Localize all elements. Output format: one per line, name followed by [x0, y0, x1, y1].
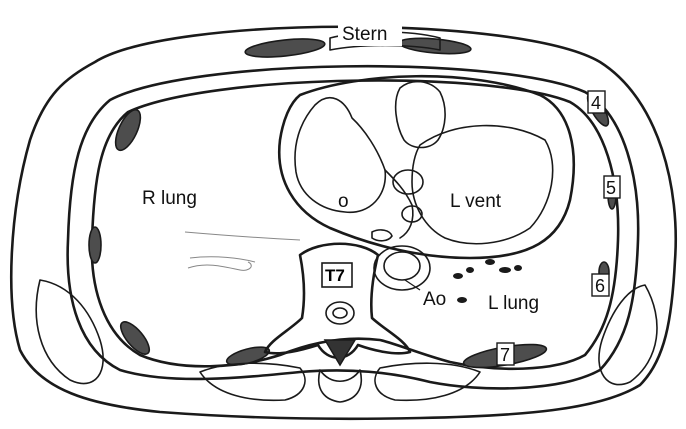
rib-left-mid — [89, 227, 101, 263]
esophagus — [372, 230, 392, 241]
spinal-cord — [333, 308, 347, 318]
left-lateral-muscle — [36, 280, 103, 384]
origin-marker-label: o — [338, 191, 349, 212]
rib-7-label: 7 — [500, 345, 510, 365]
rib-left-upper — [111, 106, 146, 153]
rib-6-label: 6 — [595, 276, 605, 296]
aortic-root — [396, 82, 445, 148]
spinal-canal — [326, 302, 354, 324]
left-ventricle-label: L vent — [450, 191, 502, 212]
right-lateral-muscle — [599, 285, 657, 385]
sternum-label: Stern — [342, 24, 387, 45]
right-lung-label: R lung — [142, 188, 197, 209]
heart-outline — [279, 76, 574, 258]
descending-aorta-inner — [384, 252, 420, 280]
left-lung-label: L lung — [488, 293, 539, 314]
rib-sternal-left — [244, 36, 325, 60]
aorta-label: Ao — [423, 289, 446, 310]
septum — [385, 170, 413, 238]
paraspinal-muscle-left — [200, 363, 305, 400]
posterior-midline — [319, 370, 362, 402]
pleural-cavity-outline — [92, 80, 618, 368]
rib-4-label: 4 — [591, 93, 601, 113]
rib-5-label: 5 — [606, 178, 616, 198]
left-ventricle-cavity — [412, 126, 553, 244]
vertebra-label: T7 — [325, 266, 345, 285]
right-lung-hilar-marks — [185, 232, 300, 270]
